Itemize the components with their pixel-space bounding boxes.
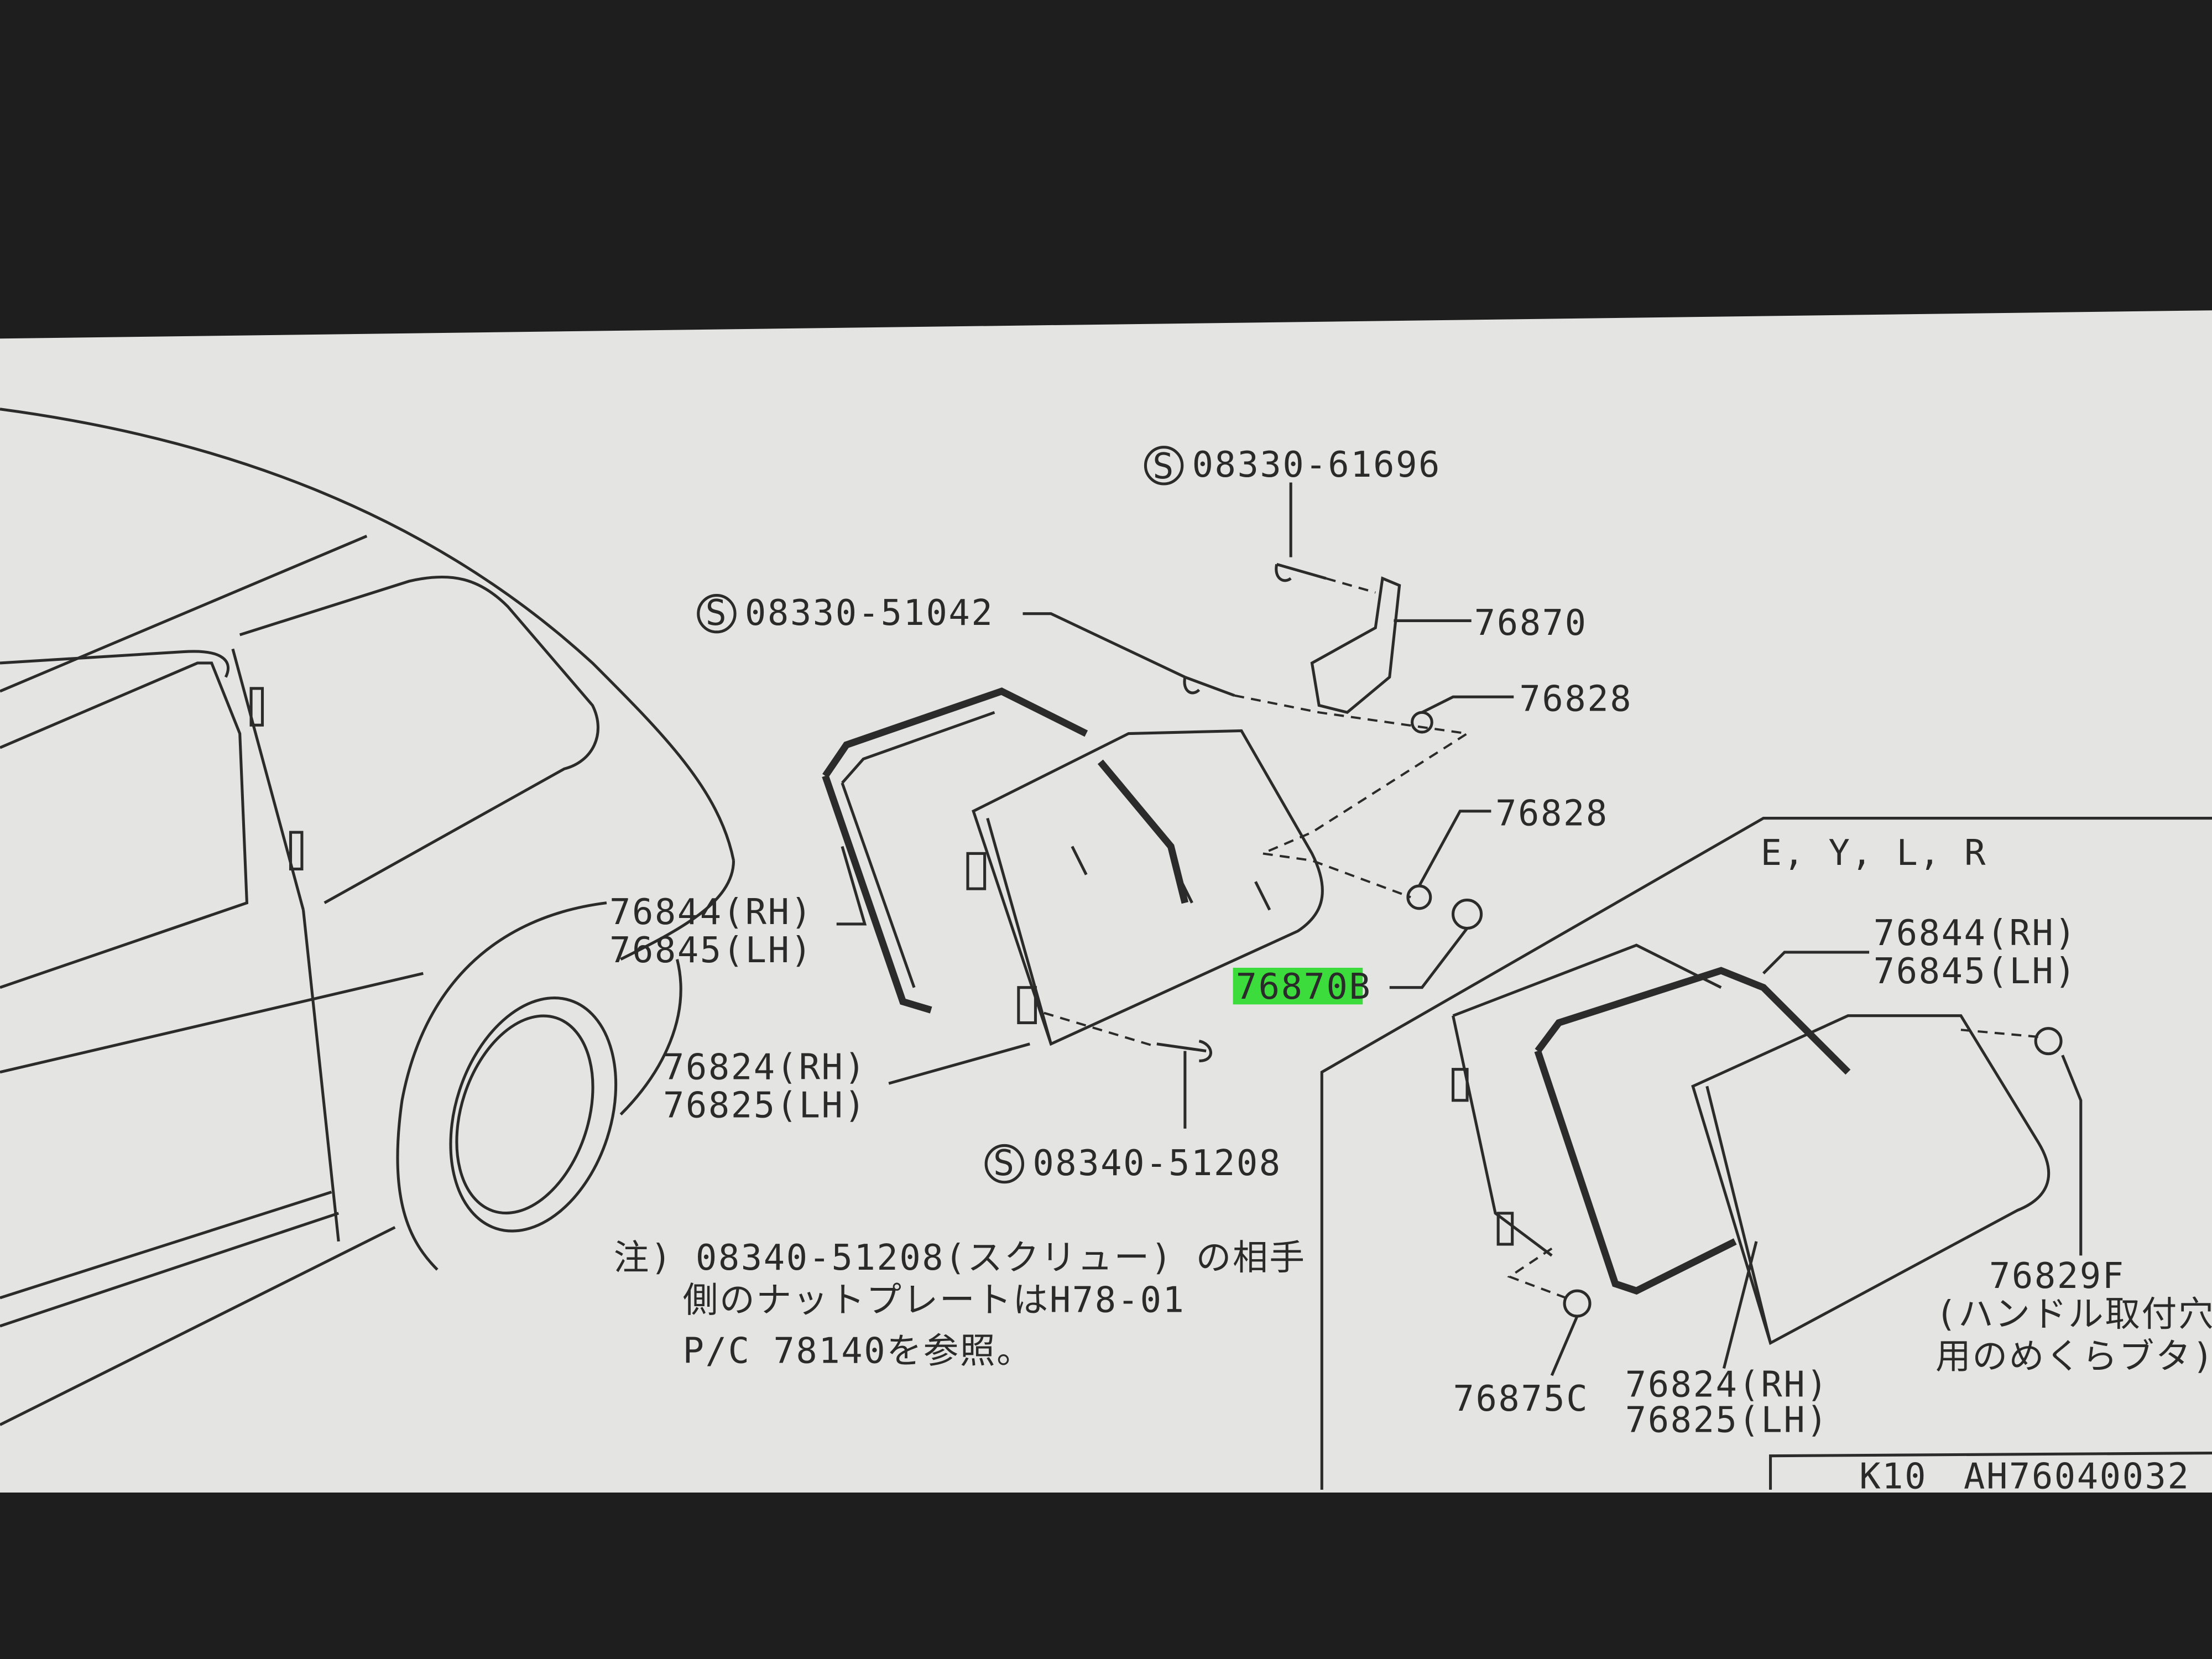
part-number: 08330-61696 — [1192, 445, 1441, 486]
inset-seal-lh: 76845(LH) — [1874, 951, 2077, 992]
inset-glass-lh: 76825(LH) — [1625, 1400, 1829, 1441]
diagram-reference-code: K10 AH76040032 — [1859, 1456, 2190, 1497]
monitor-bezel-bottom — [0, 1492, 2212, 1659]
inset-clip: 76875C — [1453, 1379, 1589, 1420]
callout-highlighted: 76870B — [1236, 967, 1372, 1008]
callout-nut-upper: 76828 — [1519, 679, 1632, 720]
standard-part-symbol: S — [993, 1143, 1016, 1184]
window-assembly-drawing — [822, 562, 1483, 1062]
part-suffix: B — [1349, 967, 1371, 1008]
car-body-drawing — [0, 408, 735, 1426]
screen-area — [0, 310, 2212, 1493]
note-line: 注) 08340-51208(スクリュー) の相手 — [614, 1238, 1306, 1279]
callout-screw-bottom: S 08340-51208 — [984, 1143, 1281, 1184]
part-number: 08330-51042 — [745, 593, 994, 634]
inset-cap-note: 用のめくらブタ) — [1936, 1336, 2212, 1377]
inset-glass-rh: 76824(RH) — [1625, 1365, 1829, 1406]
part-number: 08340-51208 — [1032, 1143, 1281, 1184]
inset-seal-rh: 76844(RH) — [1874, 913, 2077, 954]
highlighted-part-number: 76870 — [1236, 967, 1349, 1008]
search-highlight — [1233, 968, 1363, 1005]
inset-cap: 76829F — [1989, 1256, 2125, 1297]
inset-variant-box: E, Y, L, R 76844(RH) 76845(LH) 76829F (ハ… — [1320, 817, 2212, 1490]
callout-glass-rh: 76824(RH) — [663, 1047, 867, 1088]
callout-seal-rh: 76844(RH) — [609, 892, 813, 933]
footnote: 注) 08340-51208(スクリュー) の相手 側のナットプレートはH78-… — [614, 1238, 1306, 1371]
callout-nut-lower: 76828 — [1495, 793, 1609, 834]
callout-seal-lh: 76845(LH) — [609, 930, 813, 971]
standard-part-symbol: S — [1152, 446, 1175, 487]
model-code: K10 — [1859, 1456, 1927, 1497]
standard-part-symbol: S — [706, 593, 728, 634]
callout-hinge: 76870 — [1474, 603, 1588, 644]
callout-screw-left: S 08330-51042 — [697, 593, 994, 634]
inset-cap-note: (ハンドル取付穴 — [1936, 1294, 2212, 1335]
inset-variants: E, Y, L, R — [1761, 833, 1987, 874]
callout-screw-top: S 08330-61696 — [1144, 445, 1441, 487]
callout-glass-lh: 76825(LH) — [663, 1085, 867, 1126]
note-line: 側のナットプレートはH78-01 — [683, 1280, 1186, 1321]
leader-lines — [836, 482, 1514, 1129]
note-line: P/C 78140を参照。 — [683, 1331, 1034, 1371]
figure-code: AH76040032 — [1964, 1456, 2190, 1497]
